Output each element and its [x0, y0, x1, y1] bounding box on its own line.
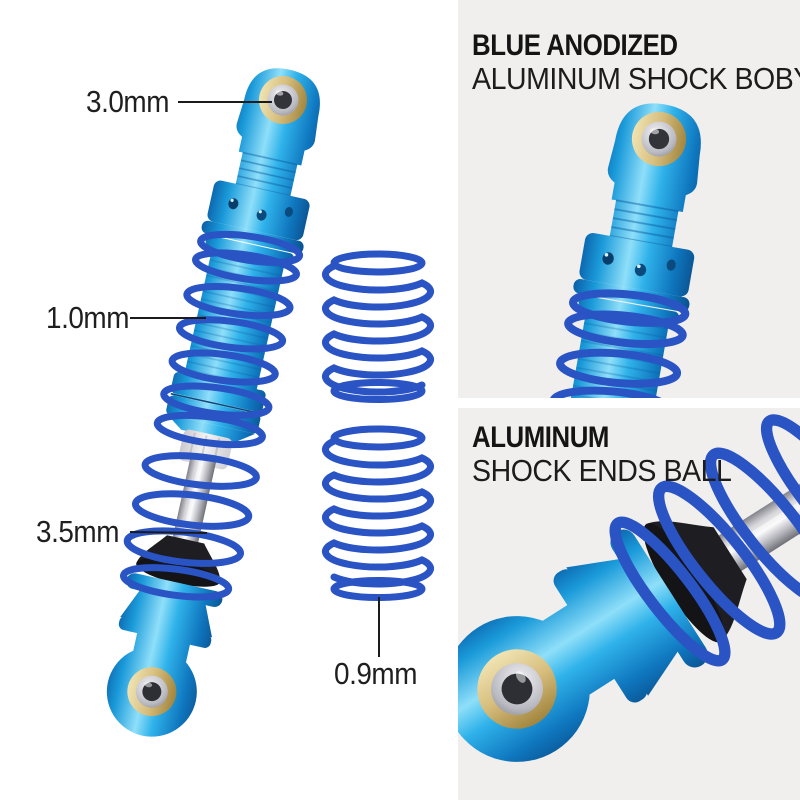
right-top-title: BLUE ANODIZED [472, 29, 678, 62]
measurement-label-spare-spring-wire: 0.9mm [334, 656, 418, 691]
measurement-label-shock-end-bore: 3.0mm [86, 84, 170, 119]
spare-spring-upper [321, 250, 435, 403]
leader-lines [129, 101, 380, 657]
right-top-subtitle: ALUMINUM SHOCK BOBY [472, 61, 800, 96]
spare-spring-lower [321, 425, 435, 601]
right-top-header: BLUE ANODIZED ALUMINUM SHOCK BOBY [472, 29, 800, 96]
right-bottom-title: ALUMINUM [472, 421, 610, 454]
right-bottom-header: ALUMINUM SHOCK ENDS BALL [472, 421, 754, 488]
right-bottom-subtitle: SHOCK ENDS BALL [472, 453, 732, 488]
leader-line-shock-shaft [129, 531, 208, 534]
measurement-label-shock-shaft: 3.5mm [36, 514, 120, 549]
measurement-label-spring-wire: 1.0mm [46, 300, 130, 335]
main-shock-photo [85, 57, 346, 748]
